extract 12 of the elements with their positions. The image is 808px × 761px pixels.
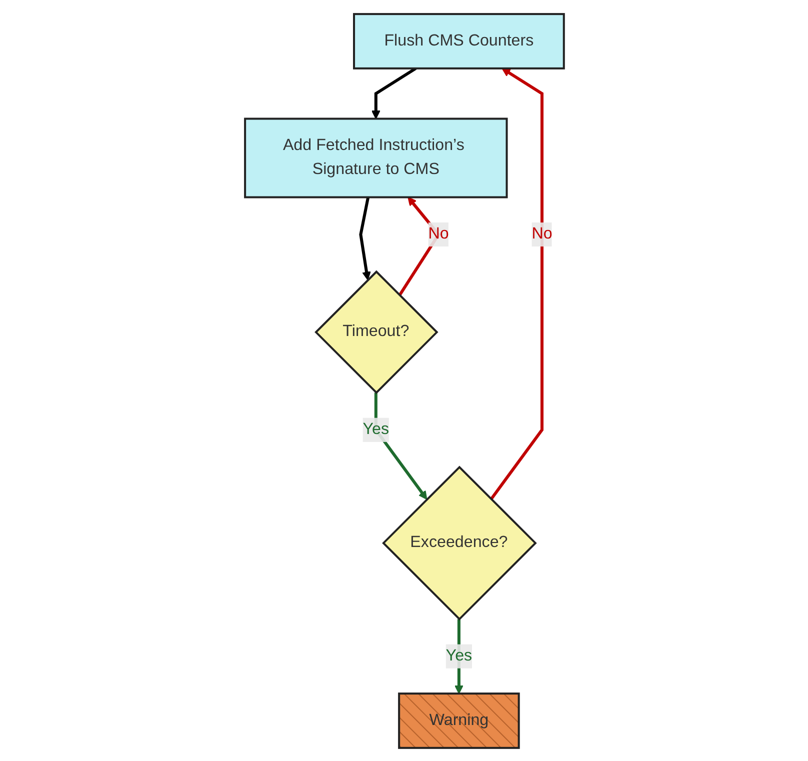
node-box: Flush CMS Counters bbox=[352, 12, 564, 69]
node-diamond: Timeout? bbox=[314, 270, 438, 394]
edge-label: Yes bbox=[445, 646, 472, 664]
arrow bbox=[358, 196, 370, 280]
arrow bbox=[371, 66, 416, 119]
edge-label: No bbox=[428, 224, 448, 242]
arrow bbox=[489, 68, 544, 500]
edge-label: Yes bbox=[362, 420, 389, 438]
edge-label: No bbox=[531, 224, 552, 242]
node-box: Add Fetched Instruction’s Signature to CMS bbox=[244, 117, 508, 198]
node-diamond: Exceedence? bbox=[382, 465, 536, 620]
node-box: Warning bbox=[398, 692, 520, 748]
